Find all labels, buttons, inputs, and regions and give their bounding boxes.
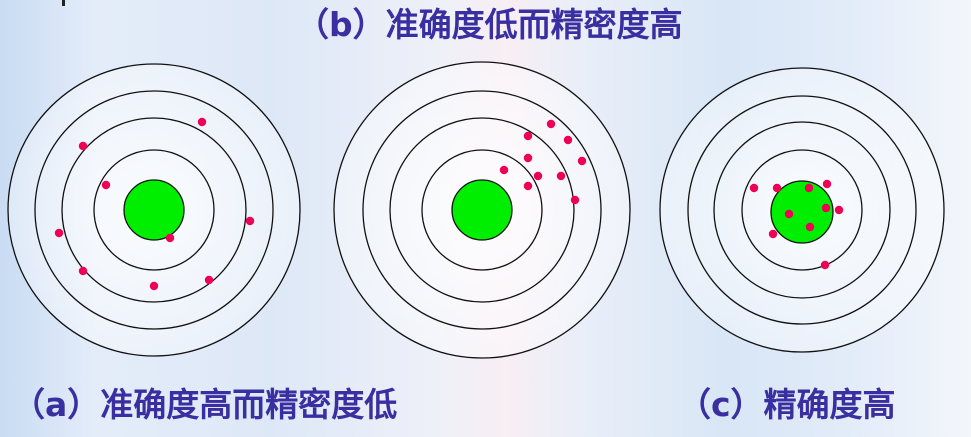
hit xyxy=(556,171,566,181)
caption-b: （b）准确度低而精密度高 xyxy=(296,5,683,44)
hit xyxy=(54,228,64,238)
hit xyxy=(245,216,255,226)
hit xyxy=(768,229,778,239)
target-b xyxy=(333,61,631,359)
hit xyxy=(570,195,580,205)
target-a-ring-3 xyxy=(61,117,247,303)
hit xyxy=(822,179,832,189)
caption-a: （a）准确度高而精密度低 xyxy=(12,385,398,424)
hit xyxy=(78,141,88,151)
hit xyxy=(204,275,214,285)
target-a-bullseye xyxy=(123,179,185,241)
hit xyxy=(820,260,830,270)
target-b-ring-4 xyxy=(421,149,543,271)
target-b-ring-2 xyxy=(362,90,602,330)
hit xyxy=(563,135,573,145)
target-c-ring-2 xyxy=(687,95,917,325)
hit xyxy=(804,183,814,193)
hit xyxy=(834,205,844,215)
target-c-ring-4 xyxy=(741,149,863,271)
target-b-bullseye xyxy=(451,179,513,241)
target-a-hits xyxy=(54,117,255,291)
hit xyxy=(523,153,533,163)
hit xyxy=(772,183,782,193)
hit xyxy=(533,171,543,181)
hit xyxy=(546,119,556,129)
target-c-bullseye xyxy=(770,180,834,244)
hit xyxy=(197,117,207,127)
target-b-ring-3 xyxy=(389,117,575,303)
hit xyxy=(78,266,88,276)
hit xyxy=(821,203,831,213)
hit xyxy=(805,222,815,232)
hit xyxy=(499,165,509,175)
hit xyxy=(749,183,759,193)
hit xyxy=(577,156,587,166)
target-a-ring-4 xyxy=(93,149,215,271)
target-b-hits xyxy=(499,119,587,205)
hit xyxy=(101,180,111,190)
target-c-ring-3 xyxy=(713,121,891,299)
caption-c: （c）精确度高 xyxy=(678,385,896,424)
hit xyxy=(523,181,533,191)
hit xyxy=(165,233,175,243)
target-a-ring-2 xyxy=(34,90,274,330)
target-a xyxy=(7,63,301,357)
target-c-hits xyxy=(749,179,844,270)
hit xyxy=(523,131,533,141)
corner-mark xyxy=(62,0,65,6)
hit xyxy=(784,209,794,219)
target-c xyxy=(659,67,945,353)
hit xyxy=(149,281,159,291)
